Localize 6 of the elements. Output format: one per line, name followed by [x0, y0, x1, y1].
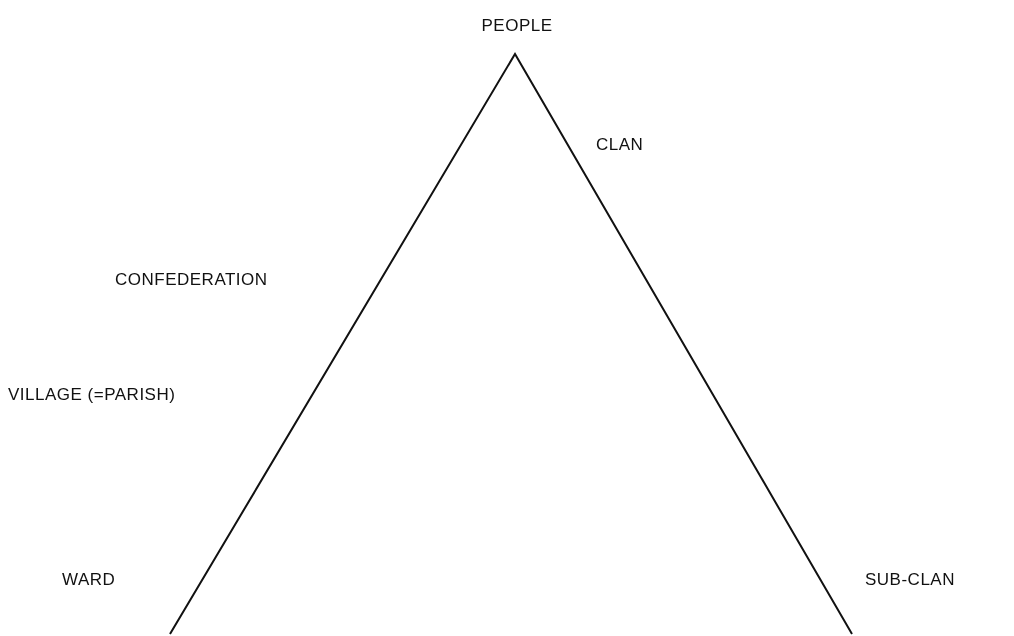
level-label: SUB-CLAN: [865, 570, 955, 590]
level-label: CLAN: [596, 135, 644, 155]
level-label: VILLAGE (=PARISH): [8, 385, 176, 405]
level-label: PEOPLE: [481, 16, 553, 36]
level-label: WARD: [62, 570, 116, 590]
level-label: CONFEDERATION: [115, 270, 268, 290]
